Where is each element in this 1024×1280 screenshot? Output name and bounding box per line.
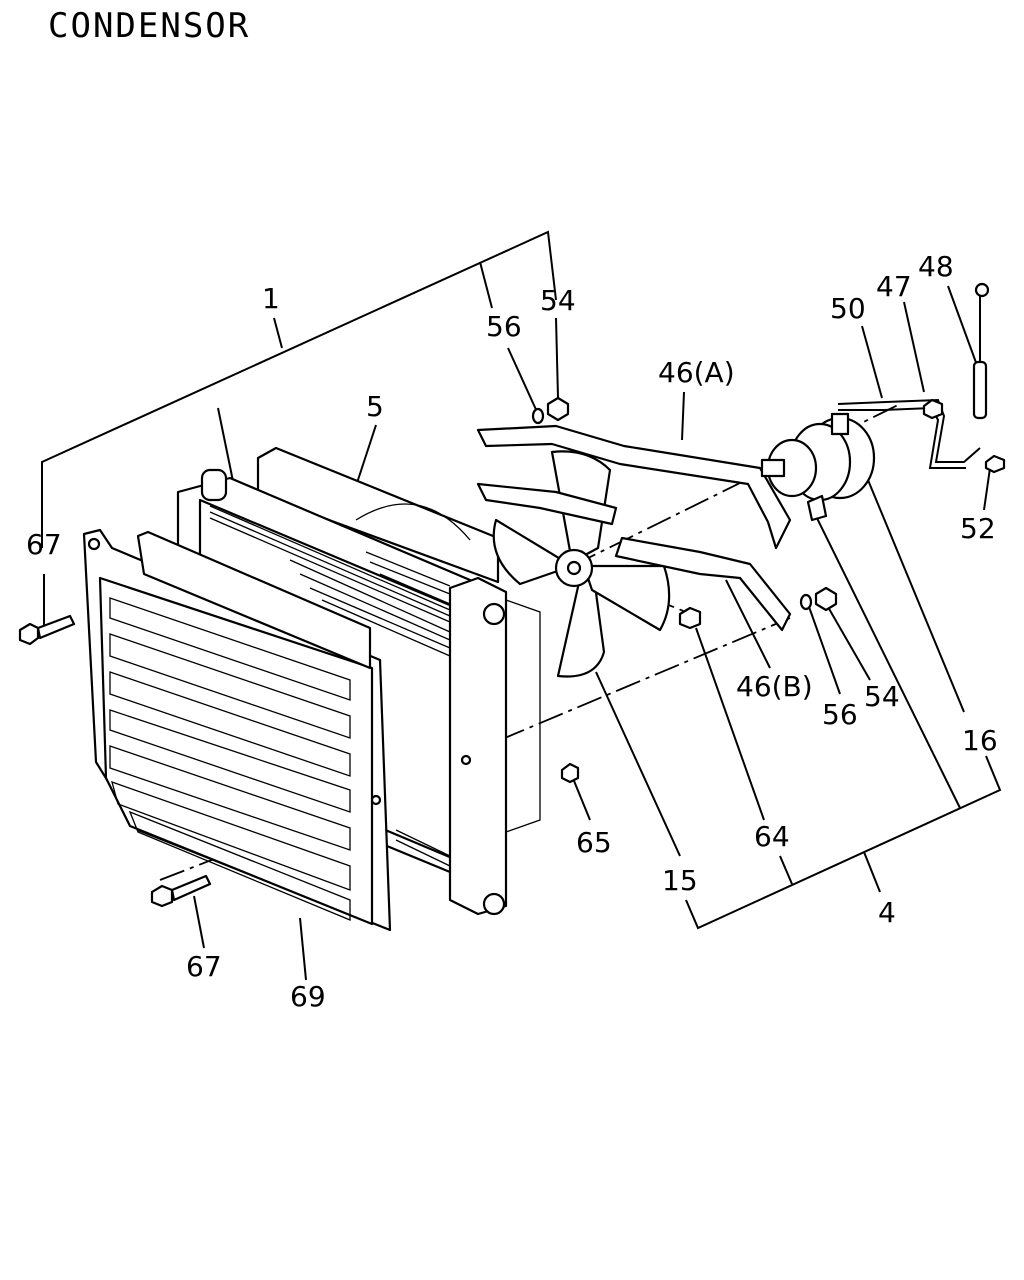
screw-64: [678, 606, 702, 630]
callout-5: 5: [366, 390, 384, 423]
callout-46b: 46(B): [736, 670, 813, 703]
callout-67-bottom: 67: [186, 950, 222, 983]
bolt-67-left: [18, 614, 76, 646]
nut-54-top: [546, 396, 570, 422]
callout-69: 69: [290, 980, 326, 1013]
screw-47: [922, 398, 944, 420]
screw-52: [984, 454, 1006, 474]
callout-48: 48: [918, 250, 954, 283]
diagram-title: CONDENSOR: [48, 6, 251, 46]
callout-54-right: 54: [864, 680, 900, 713]
fan-motor: [760, 412, 876, 522]
callout-64: 64: [754, 820, 790, 853]
motor-bracket-46b: [614, 536, 792, 632]
washer-56-right: [799, 593, 813, 611]
nut-54-right: [814, 586, 838, 612]
callout-15: 15: [662, 864, 698, 897]
callout-16: 16: [962, 724, 998, 757]
callout-56-right: 56: [822, 698, 858, 731]
callout-67-left: 67: [26, 528, 62, 561]
fan-blade: [492, 450, 671, 678]
callout-4: 4: [878, 896, 896, 929]
screw-65: [560, 762, 580, 784]
callout-56-top: 56: [486, 310, 522, 343]
motor-bracket-46a: [476, 424, 792, 550]
callout-54-top: 54: [540, 284, 576, 317]
callout-46a: 46(A): [658, 356, 735, 389]
callout-52: 52: [960, 512, 996, 545]
callout-1: 1: [262, 282, 280, 315]
washer-56-top: [531, 407, 545, 425]
callout-47: 47: [876, 270, 912, 303]
wire-harness: [837, 282, 990, 469]
louvered-grille: [82, 528, 392, 932]
callout-50: 50: [830, 292, 866, 325]
callout-65: 65: [576, 826, 612, 859]
leader-lines: [41, 230, 1002, 981]
callout-labels: 1 4 5 15 16 46(A) 46(B) 47 48 50 52 54 5…: [26, 250, 998, 1013]
bolt-67-bottom: [150, 874, 212, 908]
